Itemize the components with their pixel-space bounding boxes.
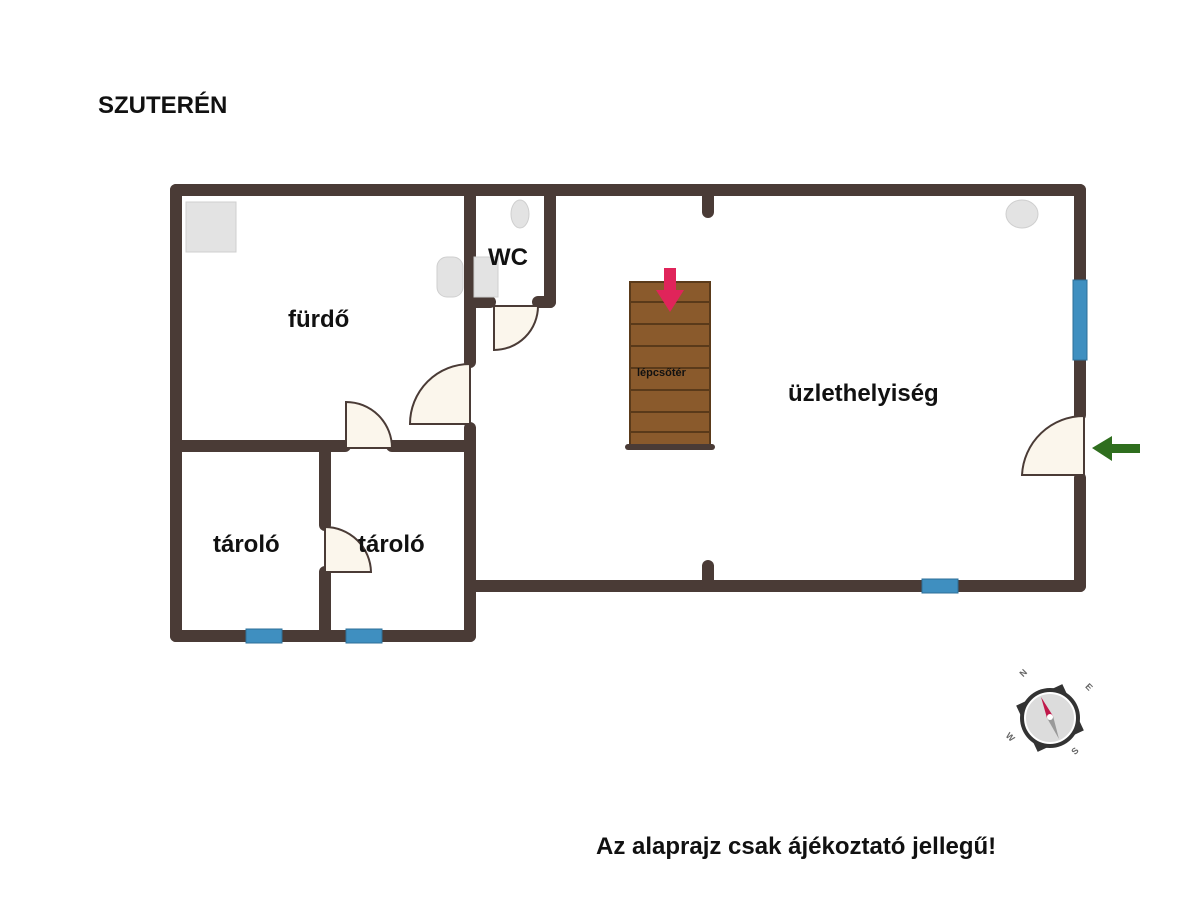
windows: [245, 279, 1088, 644]
room-label-wc: WC: [488, 244, 528, 271]
room-label-shop: üzlethelyiség: [788, 380, 939, 407]
toilet-icon: [510, 199, 530, 229]
sink-icon: [436, 256, 464, 298]
stair-direction-arrow-icon: [656, 268, 684, 312]
shower-tray-icon: [185, 201, 237, 253]
room-label-bathroom: fürdő: [288, 306, 350, 333]
entry-arrow-icon: [1092, 436, 1140, 461]
disclaimer: Az alaprajz csak ájékoztató jellegű!: [596, 833, 997, 860]
shop-sink-icon: [1005, 199, 1039, 229]
doors: [324, 305, 1085, 573]
compass-icon: [1016, 684, 1084, 752]
room-label-storage-right: tároló: [358, 531, 425, 558]
room-label-staircase: lépcsőtér: [637, 367, 686, 379]
room-label-storage-left: tároló: [213, 531, 280, 558]
walls: [170, 184, 1086, 642]
floor-title: SZUTERÉN: [98, 92, 228, 119]
fixtures: [185, 199, 1039, 298]
stairs: [625, 268, 715, 450]
washbasin-icon: [473, 256, 499, 298]
